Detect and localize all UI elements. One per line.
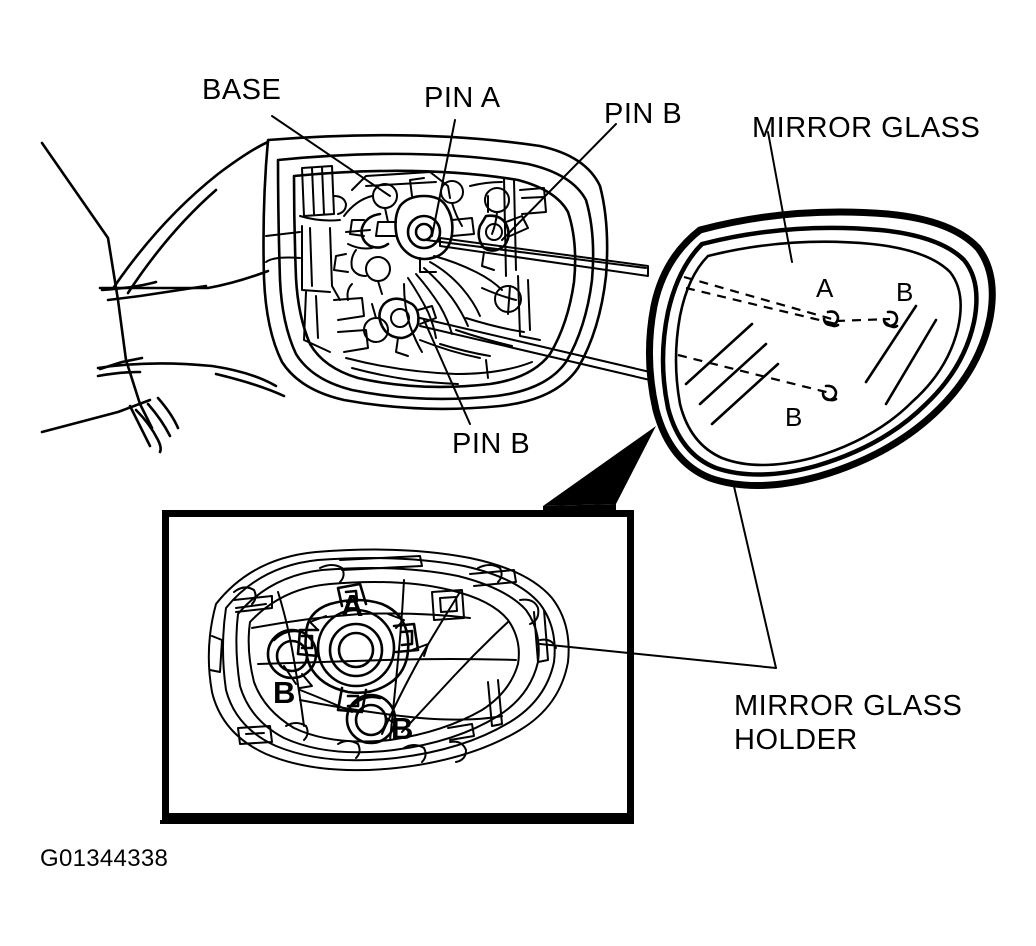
inset-marker-b-lower: B [391, 711, 414, 746]
mirror-glass-holder-detail [207, 548, 570, 772]
mirror-housing-interior [265, 165, 547, 385]
figure-id-code: G01344338 [40, 845, 169, 872]
glass-marker-a: A [816, 273, 834, 303]
inset-pointer-wedge [543, 426, 656, 512]
glass-marker-b-upper: B [896, 277, 914, 307]
label-mirror-glass: MIRROR GLASS [752, 112, 981, 144]
label-mirror-glass-holder-line1: MIRROR GLASS [734, 690, 963, 722]
glass-marker-b-lower: B [785, 402, 803, 432]
inset-marker-a: A [341, 588, 364, 623]
pin-shaft-connectors [419, 237, 651, 381]
leader-lines [271, 115, 793, 669]
label-mirror-glass-holder-line2: HOLDER [734, 724, 858, 756]
inset-detail-box [162, 510, 634, 820]
stray-marks [160, 820, 634, 824]
label-pin-b-top: PIN B [604, 98, 683, 130]
inset-marker-b-left: B [273, 675, 296, 710]
label-base: BASE [202, 74, 282, 106]
mirror-glass-assembly [645, 208, 996, 490]
label-pin-a: PIN A [424, 82, 501, 114]
vehicle-body-outline [40, 140, 286, 454]
label-pin-b-bottom: PIN B [452, 428, 531, 460]
mirror-housing-shell [262, 133, 609, 411]
